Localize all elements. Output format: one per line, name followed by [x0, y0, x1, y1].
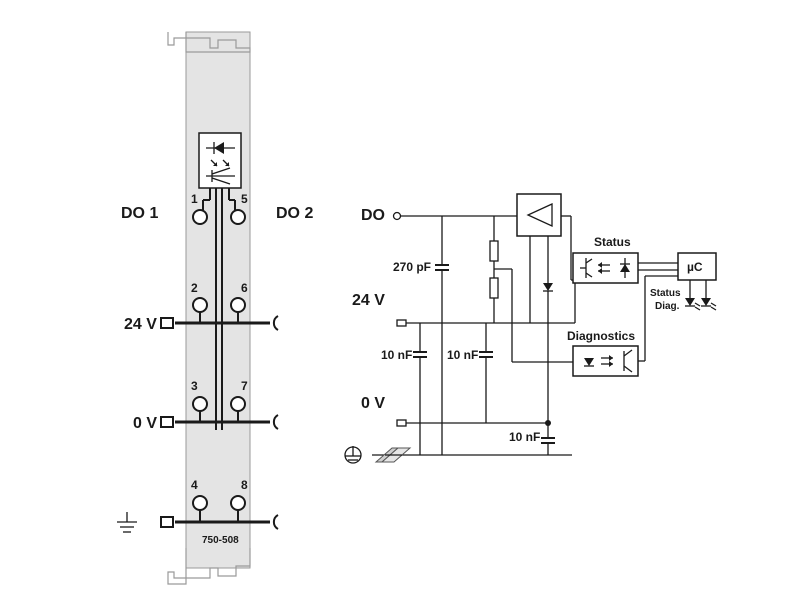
connector-24v-left: [160, 317, 174, 329]
terminal-number-7: 7: [241, 379, 248, 393]
label-10nf-b: 10 nF: [447, 348, 478, 362]
ground-icon: [117, 512, 137, 533]
label-status-led: Status: [650, 288, 681, 299]
io-module: DO 1 DO 2 24 V 0 V 1 2 3 4 5 6 7 8 750-5…: [117, 31, 313, 585]
label-uc: µC: [687, 260, 703, 274]
label-do1: DO 1: [121, 205, 158, 222]
label-diagnostics: Diagnostics: [567, 329, 635, 343]
label-10nf-a: 10 nF: [381, 348, 412, 362]
bottom-latch: [167, 548, 251, 585]
connector-0v-right: [272, 414, 279, 430]
connector-0v-left: [160, 416, 174, 428]
terminal-number-1: 1: [191, 192, 198, 206]
terminal-number-8: 8: [241, 478, 248, 492]
diode-icon: [543, 283, 553, 292]
terminal-7: [230, 396, 246, 412]
label-do: DO: [361, 207, 385, 224]
connector-pe-right: [272, 514, 279, 530]
terminal-number-5: 5: [241, 192, 248, 206]
label-0v-schematic: 0 V: [361, 395, 385, 412]
label-24v-schematic: 24 V: [352, 292, 385, 309]
connector-pe-left: [160, 516, 174, 528]
terminal-4: [192, 495, 208, 511]
terminal-number-3: 3: [191, 379, 198, 393]
resistor-icon-2: [489, 277, 499, 299]
terminal-3: [192, 396, 208, 412]
din-rail-icon: [374, 447, 412, 463]
terminal-number-4: 4: [191, 478, 198, 492]
diag-led-icon: [701, 298, 717, 311]
status-optocoupler-icon: [572, 252, 639, 284]
24v-terminal: [396, 319, 407, 327]
amplifier-icon: [516, 193, 562, 237]
capacitor-icon: [435, 264, 449, 271]
terminal-number-6: 6: [241, 281, 248, 295]
label-10nf-c: 10 nF: [509, 430, 540, 444]
terminal-2: [192, 297, 208, 313]
terminal-8: [230, 495, 246, 511]
label-24v-module: 24 V: [124, 316, 157, 333]
label-diag-led: Diag.: [655, 301, 680, 312]
label-status: Status: [594, 235, 631, 249]
terminal-1: [192, 209, 208, 225]
connector-24v-right: [272, 315, 279, 331]
terminal-6: [230, 297, 246, 313]
optocoupler-icon: [198, 132, 242, 189]
protective-earth-icon: [344, 446, 362, 464]
label-0v-module: 0 V: [133, 415, 157, 432]
diagnostics-optocoupler-icon: [572, 345, 639, 377]
label-do2: DO 2: [276, 205, 313, 222]
label-270pf: 270 pF: [393, 260, 431, 274]
do-terminal: [392, 211, 402, 221]
resistor-icon: [489, 240, 499, 262]
terminal-number-2: 2: [191, 281, 198, 295]
circuit-schematic: DO 24 V 0 V 270 pF 10 nF 10 nF 10 nF Sta…: [344, 193, 717, 464]
0v-terminal: [396, 419, 407, 427]
terminal-5: [230, 209, 246, 225]
top-latch: [167, 32, 251, 53]
status-led-icon: [685, 298, 701, 311]
part-number: 750-508: [202, 535, 239, 546]
microcontroller-box: [677, 252, 717, 281]
